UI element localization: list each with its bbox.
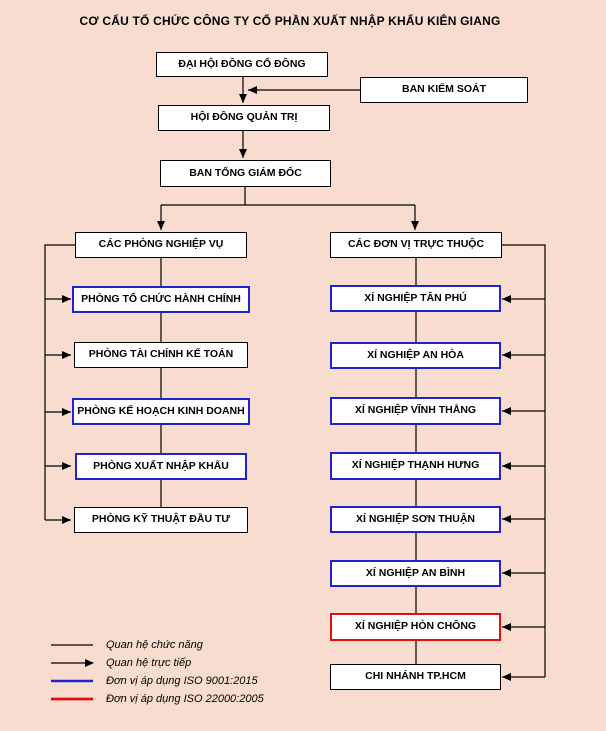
legend-item-direct: Quan hệ trực tiếp xyxy=(50,657,264,669)
legend: Quan hệ chức năng Quan hệ trực tiếp Đơn … xyxy=(50,639,264,711)
chart-title: CƠ CẤU TỔ CHỨC CÔNG TY CỔ PHẦN XUẤT NHẬP… xyxy=(79,14,501,28)
box-phong-tai-chinh-ke-toan: PHÒNG TÀI CHÍNH KẾ TOÁN xyxy=(74,342,248,368)
box-xi-nghiep-vinh-thang: XÍ NGHIỆP VĨNH THẮNG xyxy=(330,397,501,425)
box-ban-tong-giam-doc: BAN TỔNG GIÁM ĐỐC xyxy=(160,160,331,187)
box-xi-nghiep-an-binh: XÍ NGHIỆP AN BÌNH xyxy=(330,560,501,587)
box-xi-nghiep-thanh-hung: XÍ NGHIỆP THẠNH HƯNG xyxy=(330,452,501,480)
legend-item-iso22000: Đơn vị áp dụng ISO 22000:2005 xyxy=(50,693,264,705)
box-cac-don-vi-truc-thuoc: CÁC ĐƠN VỊ TRỰC THUỘC xyxy=(330,232,502,258)
box-phong-xuat-nhap-khau: PHÒNG XUẤT NHẬP KHẨU xyxy=(75,453,247,480)
legend-item-iso9001: Đơn vị áp dụng ISO 9001:2015 xyxy=(50,675,264,687)
red-line-swatch xyxy=(51,697,93,701)
box-xi-nghiep-tan-phu: XÍ NGHIỆP TÂN PHÚ xyxy=(330,285,501,312)
legend-label: Quan hệ trực tiếp xyxy=(106,657,192,669)
box-xi-nghiep-son-thuan: XÍ NGHIỆP SƠN THUẬN xyxy=(330,506,501,533)
legend-item-functional: Quan hệ chức năng xyxy=(50,639,264,651)
box-ban-kiem-soat: BAN KIỂM SOÁT xyxy=(360,77,528,103)
box-dai-hoi-dong-co-dong: ĐẠI HỘI ĐỒNG CỔ ĐÔNG xyxy=(156,52,328,77)
box-hoi-dong-quan-tri: HỘI ĐỒNG QUẢN TRỊ xyxy=(158,105,330,131)
legend-label: Quan hệ chức năng xyxy=(106,639,203,651)
blue-line-swatch xyxy=(51,679,93,683)
legend-label: Đơn vị áp dụng ISO 9001:2015 xyxy=(106,675,258,687)
arrow-line-swatch xyxy=(51,659,94,667)
plain-line-swatch xyxy=(51,644,93,646)
box-xi-nghiep-an-hoa: XÍ NGHIỆP AN HÒA xyxy=(330,342,501,369)
box-cac-phong-nghiep-vu: CÁC PHÒNG NGHIỆP VỤ xyxy=(75,232,247,258)
box-phong-to-chuc-hanh-chinh: PHÒNG TỔ CHỨC HÀNH CHÍNH xyxy=(72,286,250,313)
box-chi-nhanh-tphcm: CHI NHÁNH TP.HCM xyxy=(330,664,501,690)
box-phong-ke-hoach-kinh-doanh: PHÒNG KẾ HOẠCH KINH DOANH xyxy=(72,398,250,425)
box-xi-nghiep-hon-chong: XÍ NGHIỆP HÒN CHÔNG xyxy=(330,613,501,641)
box-phong-ky-thuat-dau-tu: PHÒNG KỸ THUẬT ĐẦU TƯ xyxy=(74,507,248,533)
legend-label: Đơn vị áp dụng ISO 22000:2005 xyxy=(106,693,264,705)
